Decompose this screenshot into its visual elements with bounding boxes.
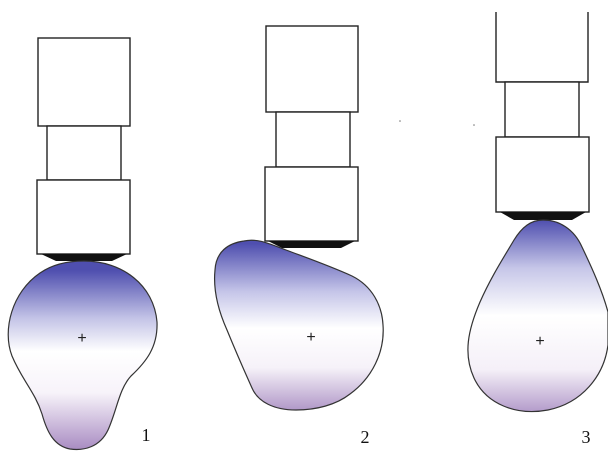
rod-2-top-block bbox=[265, 25, 359, 113]
rod-2 bbox=[264, 25, 359, 248]
rod-2-bottom-block bbox=[264, 166, 359, 242]
rod-3-bottom-block bbox=[495, 136, 590, 213]
panel-1-label: 1 bbox=[142, 425, 151, 445]
drop-2 bbox=[213, 239, 384, 411]
drop-1 bbox=[7, 260, 158, 451]
rod-1-top-block bbox=[37, 37, 131, 127]
panel-3: + 3 bbox=[467, 12, 608, 447]
panel-2-label: 2 bbox=[361, 427, 370, 447]
drop-1-center-mark: + bbox=[77, 330, 86, 347]
rod-3-top-block bbox=[495, 12, 589, 83]
drop-3-center-mark: + bbox=[535, 333, 544, 350]
rod-3-contact bbox=[500, 212, 586, 220]
rod-1 bbox=[36, 37, 131, 261]
drop-3 bbox=[467, 219, 608, 413]
panel-2: + 2 bbox=[213, 25, 384, 447]
panel-3-label: 3 bbox=[582, 427, 591, 447]
rod-1-neck bbox=[46, 125, 122, 181]
speck-dot bbox=[473, 124, 475, 126]
panel-1: + 1 bbox=[7, 37, 158, 451]
drop-2-center-mark: + bbox=[306, 329, 315, 346]
rod-1-contact bbox=[41, 254, 127, 261]
rod-2-neck bbox=[275, 111, 351, 168]
rod-3 bbox=[495, 12, 590, 220]
rod-2-contact bbox=[268, 241, 355, 248]
speck-dot bbox=[399, 120, 401, 122]
rod-1-bottom-block bbox=[36, 179, 131, 255]
rod-3-neck bbox=[504, 81, 580, 138]
